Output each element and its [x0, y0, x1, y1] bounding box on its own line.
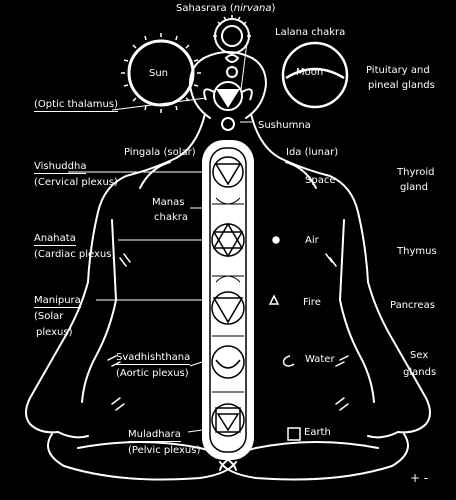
fire-icon	[268, 294, 280, 305]
moon-icon	[281, 41, 349, 109]
muladhara-label-1: Muladhara	[128, 429, 181, 442]
body-outline	[25, 113, 206, 434]
earth-label: Earth	[304, 427, 331, 438]
sahasrara-label: Sahasrara (nirvana)	[176, 3, 276, 14]
pituitary-label-1: Pituitary and	[366, 65, 430, 76]
manipura-icon	[211, 291, 245, 325]
vishuddha-icon	[212, 156, 244, 188]
moon-label: Moon	[296, 67, 324, 78]
muladhara-label-2: (Pelvic plexus)	[128, 445, 201, 456]
pituitary-label-2: pineal glands	[368, 80, 435, 91]
sun-label: Sun	[149, 68, 169, 79]
thyroid-label-1: Thyroid	[397, 167, 435, 178]
sushumna-label: Sushumna	[258, 120, 311, 131]
svadhishthana-label-2: (Aortic plexus)	[116, 368, 189, 379]
sun-icon	[127, 39, 195, 107]
space-label: Space	[305, 175, 336, 186]
air-label: Air	[305, 235, 319, 246]
fire-label: Fire	[303, 297, 321, 308]
lalana-icon	[226, 66, 238, 78]
thymus-label: Thymus	[397, 246, 437, 257]
manipura-label-1: Manipura	[34, 295, 81, 308]
ida-label: Ida (lunar)	[286, 147, 339, 158]
svadhishthana-label-1: Svadhishthana	[116, 352, 191, 365]
anahata-label-1: Anahata	[34, 233, 76, 246]
manas-label-1: Manas	[152, 197, 185, 208]
anahata-label-2: (Cardiac plexus)	[34, 249, 116, 260]
sahasrara-icon	[221, 25, 243, 47]
sushumna-knot	[221, 117, 235, 131]
air-icon	[272, 236, 280, 244]
thyroid-label-2: gland	[400, 182, 428, 193]
water-icon	[282, 355, 295, 367]
manas-label-2: chakra	[154, 212, 188, 223]
ajna-label-2: (Optic thalamus)	[34, 99, 118, 112]
vishuddha-label-1: Vishuddha	[34, 161, 87, 174]
sahasrara-name: Sahasrara	[176, 3, 227, 14]
sahasrara-note: nirvana	[233, 3, 272, 14]
lalana-label: Lalana chakra	[275, 27, 346, 38]
manipura-label-3: plexus)	[36, 327, 73, 338]
pancreas-label: Pancreas	[390, 300, 435, 311]
svadhishthana-icon	[211, 345, 245, 379]
water-label: Water	[305, 354, 335, 365]
manipura-label-2: (Solar	[34, 311, 64, 322]
muladhara-icon	[211, 403, 245, 437]
sex-label-2: glands	[403, 367, 437, 378]
polarity-symbols: + -	[410, 471, 429, 485]
pingala-label: Pingala (solar)	[124, 147, 196, 158]
sex-label-1: Sex	[410, 350, 429, 361]
ajna-icon	[213, 81, 243, 111]
sushumna-channel	[202, 140, 254, 460]
vishuddha-label-2: (Cervical plexus)	[34, 177, 118, 188]
earth-icon	[287, 427, 301, 441]
